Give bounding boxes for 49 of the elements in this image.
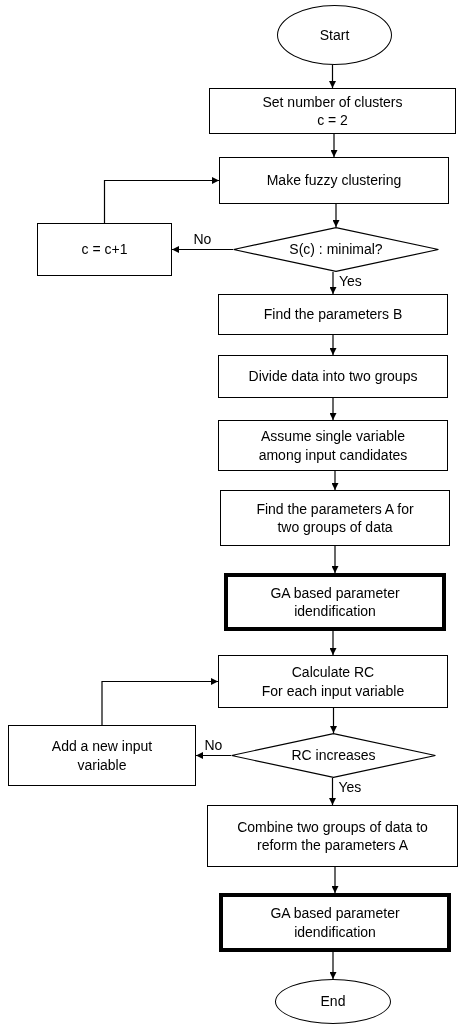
arrow: [329, 630, 337, 656]
process-box: [218, 355, 448, 398]
process-box: [218, 655, 448, 708]
process-box: [209, 88, 456, 134]
arrow: [331, 470, 339, 491]
step-label: Calculate RC: [291, 663, 375, 682]
arrow: [101, 678, 219, 726]
process-box: [207, 805, 458, 867]
arrow: [103, 177, 220, 224]
arrow: [329, 271, 337, 295]
arrow: [329, 64, 336, 89]
decision-diamond: [231, 733, 436, 778]
process-box: [224, 573, 446, 631]
arrow: [329, 951, 337, 980]
step-label: Start: [319, 25, 350, 45]
step-label: Make fuzzy clustering: [266, 171, 402, 190]
arrow: [330, 707, 337, 734]
step-label: c = c+1: [81, 240, 128, 259]
step-label: Combine two groups of data to reform the parameters A: [236, 817, 429, 855]
arrow: [329, 777, 336, 806]
step-label: Add a new input variable: [50, 737, 154, 774]
arrow: [195, 752, 232, 759]
arrow: [330, 133, 338, 158]
process-box: [8, 725, 196, 786]
step-label: For each input variable: [261, 681, 405, 700]
process-box: [218, 294, 448, 335]
arrow: [331, 866, 339, 894]
process-box: [220, 490, 450, 546]
process-box: [37, 223, 172, 276]
step-label: GA based parameter idendification: [269, 583, 401, 621]
step-label: Divide data into two groups: [248, 367, 418, 386]
decision-diamond: [233, 227, 439, 272]
step-label: Set number of clusters: [262, 92, 403, 111]
process-box: [219, 893, 451, 952]
arrow: [332, 203, 340, 228]
arrow: [329, 397, 337, 421]
arrow: [171, 246, 234, 253]
step-label: c = 2: [317, 111, 348, 130]
step-label: Assume single variable among input candidates: [257, 427, 409, 464]
step-label: RC increases: [291, 746, 376, 765]
step-label: S(c) : minimal?: [289, 240, 383, 259]
arrow: [331, 545, 339, 574]
process-box: [218, 420, 448, 471]
step-label: GA based parameter idendification: [269, 904, 401, 941]
arrow: [329, 334, 337, 356]
step-label: Find the parameters A for two groups of data: [255, 499, 415, 537]
step-label: End: [320, 992, 346, 1011]
process-box: [219, 157, 449, 204]
step-label: Find the parameters B: [263, 305, 403, 324]
